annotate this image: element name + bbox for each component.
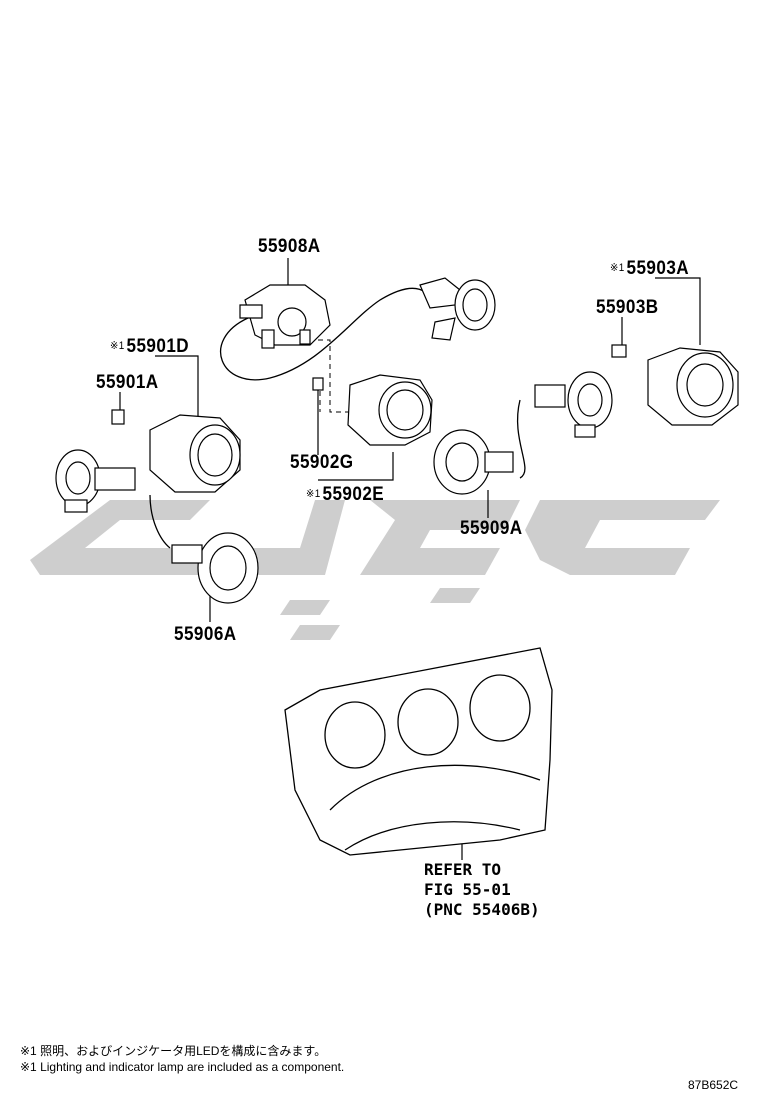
- refer-line-2: FIG 55-01: [424, 880, 511, 899]
- leader-lines: [119, 258, 701, 860]
- refer-line-1: REFER TO: [424, 860, 502, 879]
- part-55909A-shape: [433, 429, 514, 495]
- bulb-socket-right: [534, 371, 613, 438]
- part-55902E-shape: [312, 374, 433, 446]
- label-55909A: 55909A: [460, 518, 523, 539]
- marker-55902E: ※1: [306, 488, 321, 500]
- label-55902E-text: 55902E: [322, 484, 385, 505]
- label-55908A: 55908A: [258, 236, 321, 257]
- label-55901D: ※155901D: [110, 336, 189, 358]
- label-55903B: 55903B: [596, 297, 659, 318]
- footnote-english: ※1 Lighting and indicator lamp are inclu…: [20, 1060, 345, 1074]
- label-55903A-text: 55903A: [626, 258, 690, 279]
- bulb-socket-left: [55, 449, 136, 513]
- refer-line-3: (PNC 55406B): [424, 900, 540, 919]
- part-55906A-shape: [171, 532, 259, 604]
- dashed-guides: [318, 339, 348, 413]
- label-55906A: 55906A: [174, 624, 237, 645]
- figure-code: 87B652C: [688, 1078, 739, 1092]
- label-55902E: ※155902E: [306, 484, 384, 506]
- marker-55901D: ※1: [110, 340, 125, 352]
- label-55902G: 55902G: [290, 452, 354, 473]
- part-55901D-shape: [111, 409, 241, 493]
- part-55908A-shape: [239, 284, 331, 349]
- wire-harness: [149, 287, 526, 549]
- label-55901A: 55901A: [96, 372, 159, 393]
- watermark-logo: [30, 500, 720, 640]
- refer-note: REFER TO FIG 55-01 (PNC 55406B): [424, 860, 540, 920]
- control-panel-housing: [284, 647, 553, 856]
- label-55901D-text: 55901D: [126, 336, 190, 357]
- bulb-socket-top: [419, 277, 496, 341]
- label-55903A: ※155903A: [610, 258, 689, 280]
- marker-55903A: ※1: [610, 262, 625, 274]
- footnote-japanese: ※1 照明、およびインジケータ用LEDを構成に含みます。: [20, 1044, 327, 1058]
- part-55903A-shape: [611, 344, 739, 426]
